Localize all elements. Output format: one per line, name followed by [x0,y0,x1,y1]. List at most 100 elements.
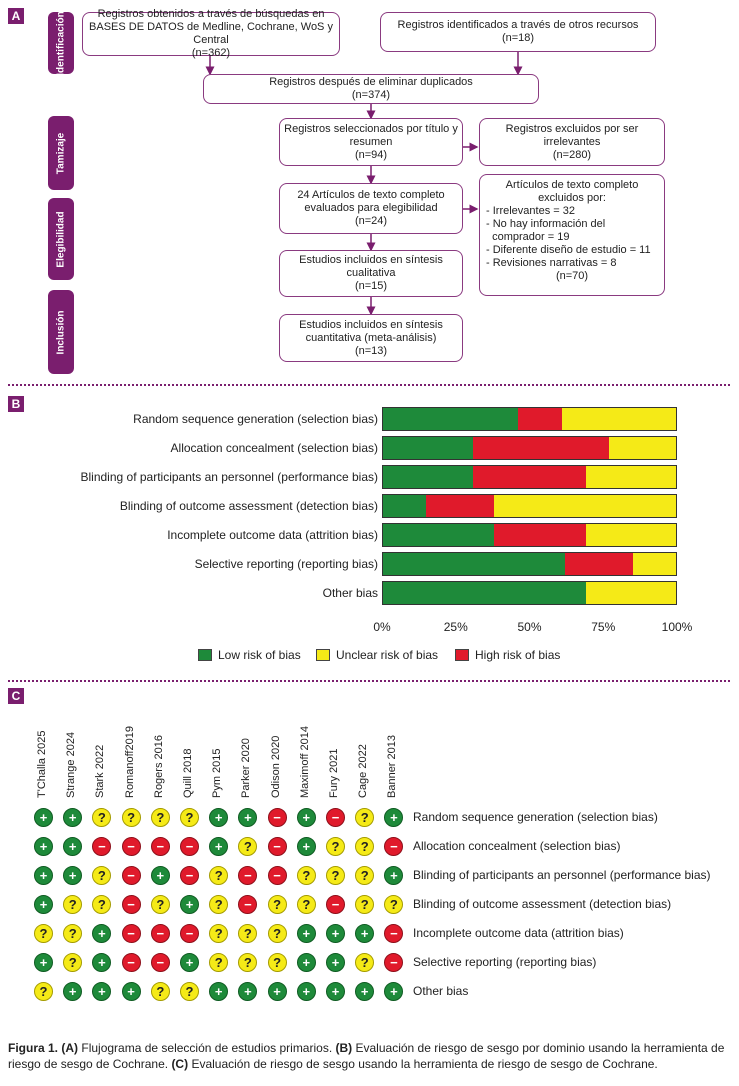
legend-item: High risk of bias [455,648,560,662]
low-risk-icon: + [63,866,83,885]
panel-a-label: A [8,8,24,24]
unclear-risk-icon: ? [326,837,345,856]
high-risk-icon: − [121,924,141,943]
unclear-risk-icon: ? [150,808,170,827]
high-risk-icon: − [267,866,287,885]
unclear-risk-icon: ? [355,953,375,972]
low-risk-icon: + [34,895,53,914]
low-risk-icon: + [296,837,316,856]
study-label: Rogers 2016 [152,735,165,798]
bar-segment [382,523,495,547]
bar-category-label: Blinding of outcome assessment (detectio… [119,499,378,513]
low-risk-icon: + [34,837,53,856]
unclear-risk-icon: ? [238,924,258,943]
box-fulltext: 24 Artículos de texto completo evaluados… [279,183,463,234]
figure-caption: Figura 1. (A) Flujograma de selección de… [8,1040,730,1072]
bar-segment [473,436,610,460]
unclear-risk-icon: ? [355,866,375,885]
low-risk-icon: + [63,837,83,856]
list-item: - Revisiones narrativas = 8 [486,257,617,269]
box-db-records: Registros obtenidos a través de búsqueda… [82,8,340,59]
low-risk-icon: + [355,982,375,1001]
low-risk-icon: + [34,866,53,885]
quantitative-text: Estudios incluidos en síntesis cuantitat… [299,318,443,344]
bar-segment [382,436,474,460]
legend-item: Low risk of bias [198,648,301,662]
other-records-text: Registros identificados a través de otro… [397,19,639,31]
bar-segment [585,465,677,489]
domain-label: Allocation concealment (selection bias) [413,839,621,853]
bar-segment [382,465,474,489]
caption-a-text: Flujograma de selección de estudios prim… [78,1041,336,1055]
unclear-risk-icon: ? [296,895,316,914]
high-risk-icon: − [121,953,141,972]
qualitative-text: Estudios incluidos en síntesis cualitati… [299,254,443,279]
caption-lead: Figura 1. [8,1041,59,1055]
unclear-risk-icon: ? [63,953,83,972]
high-risk-icon: − [121,866,141,885]
db-records-n: (n=362) [191,47,231,59]
bar-segment [609,436,677,460]
legend-label: Low risk of bias [218,648,301,662]
high-risk-icon: − [121,895,141,914]
x-tick-label: 50% [517,620,542,634]
study-label: Maximoff 2014 [298,726,311,798]
x-tick-label: 0% [373,620,391,634]
high-risk-icon: − [180,866,199,885]
domain-label: Other bias [413,984,469,998]
study-label: Parker 2020 [240,738,253,798]
x-tick-label: 100% [661,620,693,634]
low-risk-icon: + [355,924,375,943]
low-risk-icon: + [180,953,199,972]
unclear-risk-icon: ? [296,866,316,885]
unclear-risk-icon: ? [355,808,375,827]
unclear-risk-icon: ? [63,924,83,943]
bar-category-label: Allocation concealment (selection bias) [170,441,378,455]
unclear-risk-icon: ? [355,895,375,914]
excluded-irrelevant-text: Registros excluidos por ser irrelevantes [505,122,639,148]
high-risk-icon: − [180,924,199,943]
legend-swatch [198,649,212,661]
legend-swatch [316,649,330,661]
high-risk-icon: − [238,895,258,914]
stage-identificacion: Identificación [48,11,74,75]
low-risk-icon: + [296,982,316,1001]
unclear-risk-icon: ? [209,924,229,943]
caption-c-text: Evaluación de riesgo de sesgo usando la … [188,1057,658,1071]
screened-n: (n=94) [354,148,388,161]
unclear-risk-icon: ? [267,895,287,914]
unclear-risk-icon: ? [180,808,199,827]
bar-segment [564,552,633,576]
bar-segment [494,523,586,547]
high-risk-icon: − [326,808,345,827]
fulltext-excluded-n: (n=70) [555,270,589,282]
caption-c-label: (C) [171,1057,189,1071]
study-label: Cage 2022 [357,744,370,798]
quantitative-n: (n=13) [354,344,388,357]
unclear-risk-icon: ? [384,895,404,914]
unclear-risk-icon: ? [355,837,375,856]
study-label: Strange 2024 [65,731,78,798]
box-fulltext-excluded: Artículos de texto completo excluidos po… [479,174,665,296]
box-qualitative: Estudios incluidos en síntesis cualitati… [279,250,463,297]
bar-category-label: Random sequence generation (selection bi… [133,412,378,426]
unclear-risk-icon: ? [238,953,258,972]
low-risk-icon: + [296,924,316,943]
unclear-risk-icon: ? [63,895,83,914]
fulltext-n: (n=24) [354,215,388,227]
study-label: Romanoff2019 [123,726,136,798]
high-risk-icon: − [384,953,404,972]
fulltext-excluded-title: Artículos de texto completo excluidos po… [505,179,639,204]
unclear-risk-icon: ? [267,924,287,943]
low-risk-icon: + [180,895,199,914]
unclear-risk-icon: ? [150,982,170,1001]
domain-label: Random sequence generation (selection bi… [413,810,658,824]
study-label: T'Challa 2025 [36,730,48,798]
bar-segment [473,465,586,489]
box-quantitative: Estudios incluidos en síntesis cuantitat… [279,314,463,362]
domain-label: Blinding of participants an personnel (p… [413,868,711,882]
low-risk-icon: + [34,808,53,827]
high-risk-icon: − [180,837,199,856]
fulltext-text: 24 Artículos de texto completo evaluados… [297,189,445,214]
screened-text: Registros seleccionados por título y res… [284,122,458,148]
